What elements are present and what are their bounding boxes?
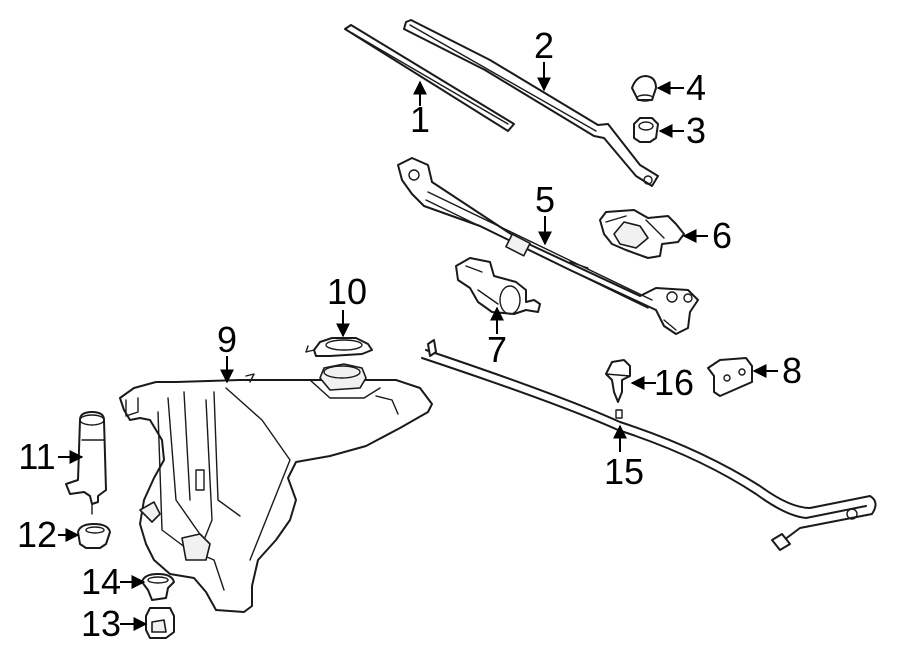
arm-nut[interactable]: [633, 117, 659, 143]
wiper-arm[interactable]: [403, 19, 659, 187]
callout-2: 2: [534, 25, 554, 92]
callout-5-label: 5: [535, 179, 555, 220]
callout-8: 8: [752, 350, 802, 391]
callout-10: 10: [327, 271, 367, 338]
callout-11: 11: [18, 436, 84, 477]
callout-9-label: 9: [217, 319, 237, 360]
wiper-blade[interactable]: [344, 24, 515, 132]
callout-16: 16: [630, 362, 694, 403]
callout-8-label: 8: [782, 350, 802, 391]
callout-12: 12: [17, 514, 80, 555]
callout-7: 7: [487, 306, 507, 370]
mount-bracket[interactable]: [707, 357, 753, 397]
callout-13-label: 13: [81, 603, 121, 644]
pump-grommet[interactable]: [77, 523, 111, 549]
callout-14: 14: [81, 561, 146, 602]
arm-cap[interactable]: [631, 75, 657, 102]
callout-16-label: 16: [654, 362, 694, 403]
callout-4: 4: [656, 67, 706, 108]
callout-3-label: 3: [686, 110, 706, 151]
filler-seal[interactable]: [305, 337, 373, 357]
washer-reservoir[interactable]: [119, 363, 433, 613]
wiper-motor[interactable]: [599, 209, 685, 259]
callout-13: 13: [81, 603, 148, 644]
callout-3: 3: [658, 110, 706, 151]
callout-5: 5: [535, 179, 555, 246]
callout-14-label: 14: [81, 561, 121, 602]
callout-1-label: 1: [410, 99, 430, 140]
callout-15-label: 15: [604, 451, 644, 492]
callout-6-label: 6: [712, 215, 732, 256]
callout-6: 6: [682, 215, 732, 256]
callout-15: 15: [604, 424, 644, 492]
callout-1: 1: [410, 80, 430, 140]
push-pin[interactable]: [605, 359, 631, 403]
callout-12-label: 12: [17, 514, 57, 555]
washer-hose[interactable]: [421, 339, 877, 551]
callout-10-label: 10: [327, 271, 367, 312]
reservoir-plug[interactable]: [145, 607, 175, 639]
washer-pump[interactable]: [65, 411, 107, 515]
level-sensor-grommet[interactable]: [141, 573, 175, 601]
callout-7-label: 7: [487, 329, 507, 370]
wiper-linkage[interactable]: [397, 157, 699, 335]
callout-11-label: 11: [18, 436, 55, 477]
callout-4-label: 4: [686, 67, 706, 108]
washer-pump-motor[interactable]: [455, 257, 541, 315]
callout-2-label: 2: [534, 25, 554, 66]
callout-9: 9: [217, 319, 237, 384]
